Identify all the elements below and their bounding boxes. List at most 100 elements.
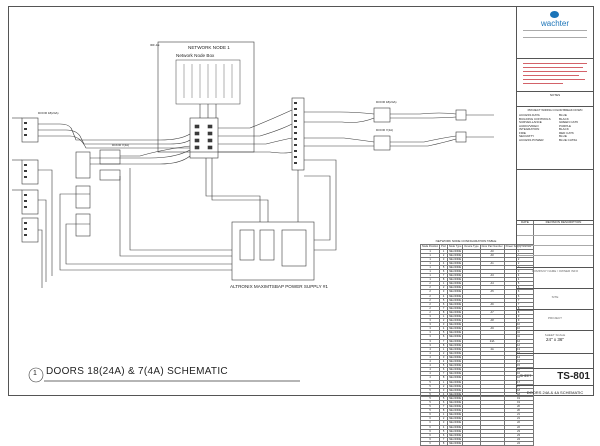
sheet-number: TS-801: [557, 371, 590, 382]
config-table-cell: NE-NODE: [446, 297, 464, 303]
config-table-cell: 1: [439, 248, 448, 254]
config-table-cell: NE-NODE: [446, 252, 464, 258]
config-table-cell: 4: [419, 375, 441, 381]
company-section: COMPANY NAME / OWNER INFO: [517, 268, 593, 289]
sheet-scale-label: SHEET SCALE: [544, 333, 566, 337]
config-table-cell: 14: [503, 354, 534, 361]
color-code-system: SURVEILLANCE: [519, 120, 542, 125]
config-table-header: Node Position: [419, 244, 441, 250]
power-supply-box: [231, 221, 315, 281]
config-table-cell: NE-NODE: [446, 338, 464, 344]
config-table-cell: NE-NODE: [446, 391, 464, 397]
config-table-cell: 14: [503, 359, 534, 365]
power-supply-label: ALTRONIX MAXIMTSBAP POWER SUPPLY #1: [230, 284, 328, 289]
config-table-cell: 5: [419, 379, 441, 385]
door-18-label: DOOR 18(24A): [38, 111, 59, 115]
revision-section: DATE REVISION DESCRIPTION: [517, 220, 593, 268]
config-table-cell: 2: [419, 309, 441, 316]
config-table-cell: NE-NODE: [446, 428, 464, 434]
detail-number-circle: [28, 367, 44, 383]
sheet-label: SHEET: [520, 374, 532, 378]
red-notes-area: [517, 59, 593, 92]
config-table-cell: 1: [419, 260, 441, 266]
project-section: PROJECT: [517, 310, 593, 331]
color-code-color: BLACK: [559, 116, 569, 121]
config-table-cell: 5: [419, 391, 441, 397]
config-table-cell: 5: [419, 383, 441, 389]
config-table-cell: 6: [439, 301, 448, 307]
config-table-cell: 5: [439, 297, 448, 303]
color-code-system: SECURITY: [519, 134, 535, 139]
logo-area: wachter: [517, 6, 593, 59]
config-table-cell: 2: [419, 297, 441, 303]
network-node-subtitle: Network Node Box: [176, 53, 215, 58]
config-table-cell: NE-NODE: [446, 404, 464, 410]
network-node-box: [157, 41, 255, 153]
door-7-label: DOOR 7(4A): [112, 143, 130, 147]
config-table-cell: 16: [503, 375, 534, 381]
config-table-cell: 4: [439, 260, 448, 266]
config-table-wrapper: NETWORK NODE CONFIGURATION TABLE Node Po…: [419, 239, 534, 446]
notes-section: NOTES: [517, 92, 593, 107]
color-code-system: INTEGRATION: [519, 127, 540, 132]
color-code-system: ACCESS DATA: [519, 113, 540, 118]
config-table-cell: 12: [503, 342, 534, 348]
sheet-number-section: SHEET TS-801: [517, 369, 593, 386]
color-code-color: PURPLE: [559, 123, 572, 128]
config-table-cell: 2: [419, 305, 441, 311]
site-label: SITE: [551, 295, 559, 299]
logo-text: wachter: [540, 19, 569, 28]
config-table-header: Power Supply Number: [503, 244, 534, 250]
config-table-cell: NE-NODE: [446, 420, 464, 426]
config-table-cell: 7: [503, 301, 534, 307]
schematic-drawing: [12, 41, 494, 383]
config-table-cell: 12: [503, 338, 534, 344]
config-table-cell: 3: [503, 268, 534, 275]
config-table-cell: 3: [419, 338, 441, 344]
config-table-cell: NE-NODE: [446, 379, 464, 385]
config-table-cell: 1: [439, 379, 448, 385]
config-table-cell: 3: [439, 289, 448, 295]
config-table-cell: NE-NODE: [446, 293, 464, 299]
sheet-title: DOORS 24A & 4A SCHEMATIC: [526, 390, 584, 395]
config-table-cell: 2: [439, 383, 448, 389]
config-table-header: Node Type: [446, 244, 464, 250]
config-table-cell: 7: [439, 305, 448, 311]
config-table-cell: 6: [419, 440, 441, 446]
config-table-cell: NE-NODE: [446, 301, 464, 307]
config-table-cell: 7: [503, 297, 534, 303]
config-table-cell: 11: [503, 334, 534, 340]
config-table-cell: 6: [439, 334, 448, 340]
config-table-cell: 2: [503, 256, 534, 262]
config-table-cell: 1: [439, 346, 448, 352]
config-table-cell: NE-NODE: [446, 309, 464, 316]
config-table-cell: NE-NODE: [446, 387, 464, 393]
config-table-cell: 9: [503, 318, 534, 324]
config-table-cell: 17: [503, 383, 534, 389]
config-table-cell: NE-NODE: [446, 359, 464, 365]
config-table-header: Door Pair Number: [479, 244, 505, 250]
config-table-cell: 13: [503, 346, 534, 352]
right-terminal-strip: [291, 97, 305, 171]
color-code-system: ACCESS POWER: [519, 137, 544, 142]
color-code-color: RED CAT6: [559, 130, 574, 135]
sheet-scale-section: SHEET SCALE 24" x 36": [517, 331, 593, 354]
config-table-cell: 5: [503, 281, 534, 287]
color-code-system: AUDIO/VIDEO: [519, 123, 539, 128]
config-table-cell: NE-NODE: [446, 268, 464, 275]
config-table-title: NETWORK NODE CONFIGURATION TABLE: [435, 239, 497, 243]
config-table-cell: NE-NODE: [446, 440, 464, 446]
color-code-row: AUDIO/VIDEO PURPLE: [517, 123, 580, 129]
